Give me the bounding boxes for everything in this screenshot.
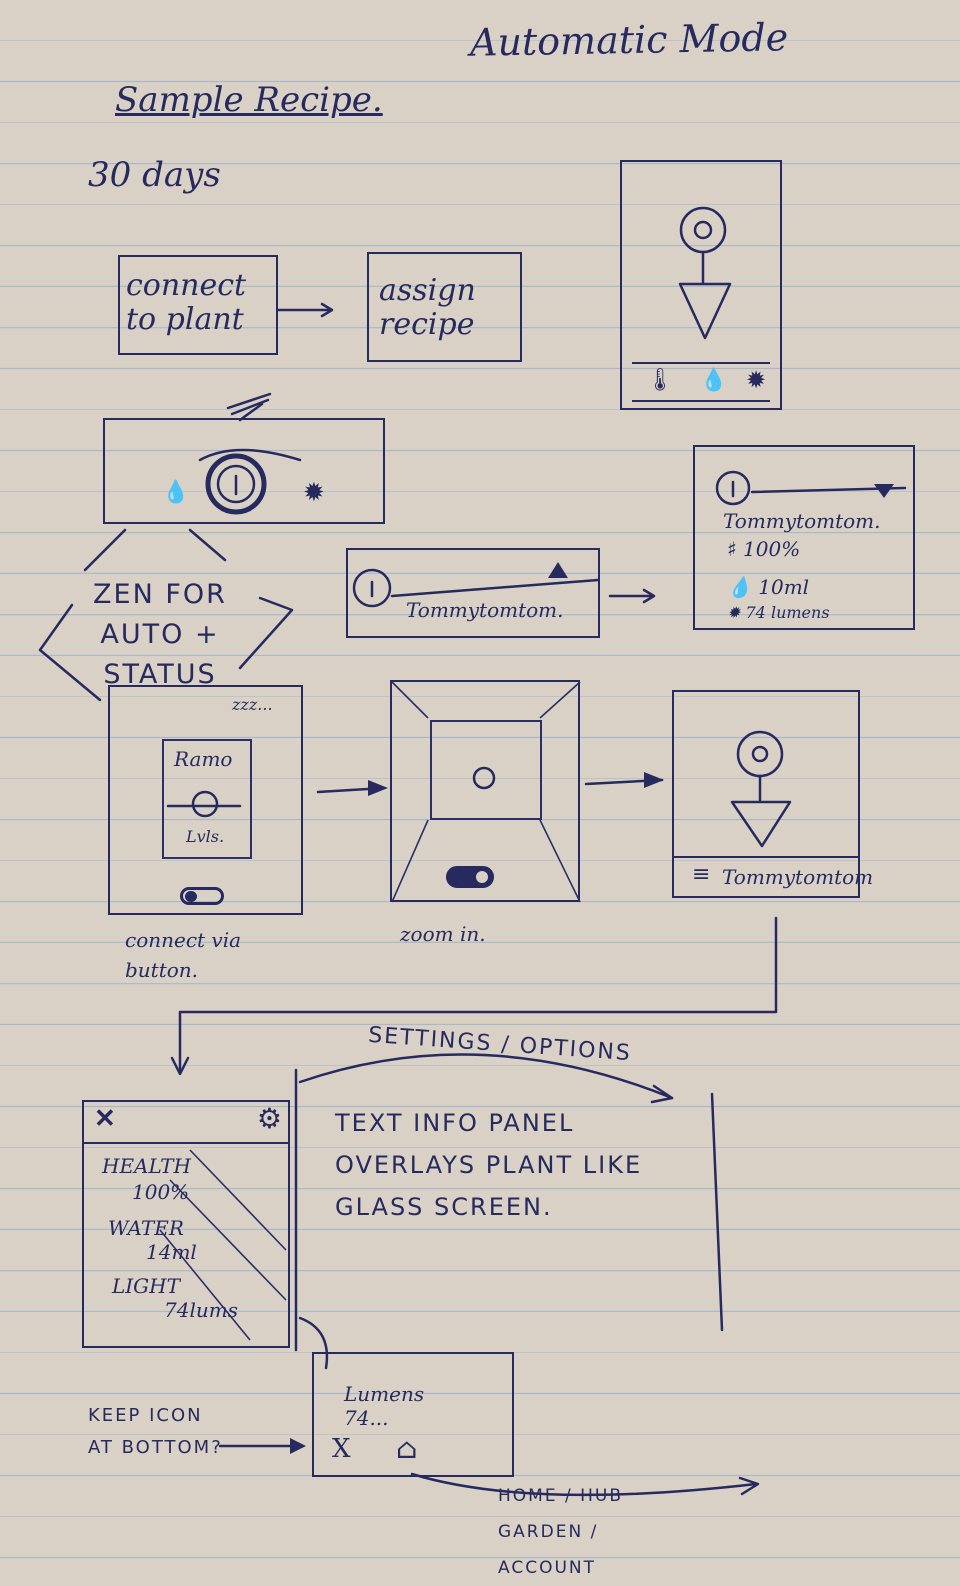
bottom-lumens-label: Lumens 74... bbox=[344, 1382, 425, 1430]
health-value-text: 100% bbox=[132, 1180, 190, 1204]
light-icon: ✹ bbox=[727, 603, 741, 622]
assign-recipe-label: assign recipe bbox=[379, 273, 476, 342]
menu-icon[interactable]: ≡ bbox=[692, 862, 711, 887]
expanded-status-panel[interactable]: Tommytomtom. ♯ 100% 💧 10ml ✹ 74 lumens bbox=[693, 445, 915, 630]
connect-to-plant-label: connect to plant bbox=[126, 268, 247, 337]
health-value: 100% bbox=[743, 537, 801, 561]
bottom-icon-screen: Lumens 74... X ⌂ bbox=[312, 1352, 514, 1477]
bottom-close-label[interactable]: X bbox=[332, 1434, 351, 1464]
light-value: 74 lumens bbox=[745, 603, 830, 622]
sleep-indicator: zzz... bbox=[232, 695, 273, 714]
zoom-inner-frame bbox=[430, 720, 542, 820]
settings-panel: ✕ ⚙ HEALTH 100% WATER 14ml LIGHT 74lums bbox=[82, 1100, 290, 1348]
duration-label: 30 days bbox=[88, 155, 221, 195]
device-card: Ramo Lvls. bbox=[162, 739, 252, 859]
water-label: WATER bbox=[108, 1216, 184, 1240]
water-drop-icon[interactable]: 💧 bbox=[700, 368, 728, 393]
health-row: ♯ 100% bbox=[727, 537, 800, 561]
thermometer-icon[interactable]: 🌡 bbox=[646, 368, 674, 393]
zen-status-panel bbox=[103, 418, 385, 524]
info-panel-text: TEXT INFO PANEL OVERLAYS PLANT LIKE GLAS… bbox=[335, 1109, 643, 1221]
connect-to-plant-box[interactable]: connect to plant bbox=[118, 255, 278, 355]
device-top-label: Ramo bbox=[174, 747, 233, 771]
collapsed-status-bar[interactable]: Tommytomtom. bbox=[346, 548, 600, 638]
plant-footer-bar[interactable]: ≡ Tommytomtom bbox=[674, 856, 873, 896]
connect-toggle-icon[interactable] bbox=[180, 887, 224, 905]
device-bottom-label: Lvls. bbox=[186, 827, 225, 846]
zoom-screen bbox=[390, 680, 580, 902]
expanded-plant-name: Tommytomtom. bbox=[723, 509, 881, 533]
zoom-caption: zoom in. bbox=[400, 922, 486, 946]
zen-label: ZEN FOR AUTO + STATUS bbox=[93, 579, 227, 690]
water-row: 💧 10ml bbox=[727, 575, 809, 599]
phone-footer: 🌡 💧 ✹ bbox=[632, 362, 770, 402]
connect-caption: connect via button. bbox=[125, 928, 242, 982]
footer-plant-name: Tommytomtom bbox=[722, 865, 874, 889]
plant-footer-screen: ≡ Tommytomtom bbox=[672, 690, 873, 898]
assign-recipe-box[interactable]: assign recipe bbox=[367, 252, 522, 362]
sun-icon[interactable]: ✹ bbox=[746, 366, 767, 394]
water-value: 10ml bbox=[758, 575, 810, 599]
keep-icon-question: KEEP ICON AT BOTTOM? bbox=[88, 1405, 223, 1458]
gear-icon[interactable]: ⚙ bbox=[256, 1102, 282, 1135]
collapsed-plant-name: Tommytomtom. bbox=[406, 598, 564, 622]
close-icon[interactable]: ✕ bbox=[94, 1104, 116, 1134]
status-water-drop-icon[interactable]: 💧 bbox=[162, 480, 190, 505]
light-label: LIGHT bbox=[112, 1274, 180, 1298]
light-row: ✹ 74 lumens bbox=[727, 603, 830, 622]
zoom-toggle-icon[interactable] bbox=[446, 866, 494, 888]
recipe-subtitle: Sample Recipe. bbox=[115, 80, 383, 120]
health-icon: ♯ bbox=[727, 537, 737, 561]
plant-phone-screen: 🌡 💧 ✹ bbox=[620, 160, 782, 410]
home-icon[interactable]: ⌂ bbox=[396, 1432, 418, 1465]
status-sun-icon[interactable]: ✹ bbox=[303, 478, 325, 508]
settings-header: ✕ ⚙ bbox=[84, 1102, 288, 1144]
water-icon: 💧 bbox=[727, 575, 752, 599]
health-label: HEALTH bbox=[102, 1154, 191, 1178]
connect-screen: zzz... Ramo Lvls. bbox=[108, 685, 303, 915]
